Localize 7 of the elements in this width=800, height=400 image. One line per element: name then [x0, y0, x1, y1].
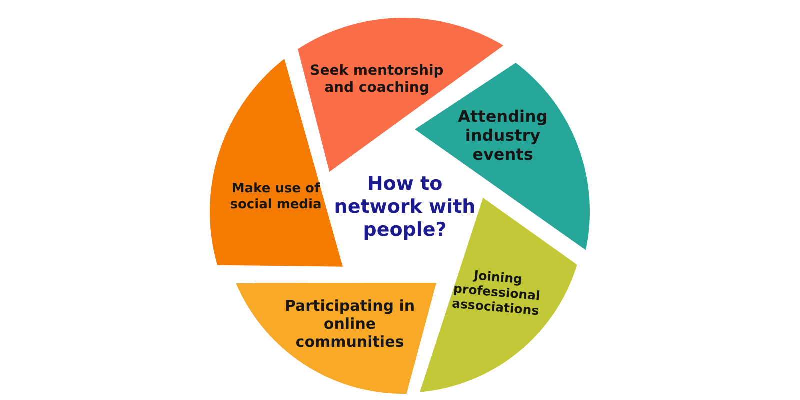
pie-segment — [236, 283, 437, 394]
segment-label: Participating in online communities — [284, 297, 416, 351]
segment-label: Joining professional associations — [450, 266, 542, 320]
segment-label: Attending industry events — [457, 107, 549, 165]
segment-label: Seek mentorship and coaching — [309, 63, 445, 97]
segment-label: Make use of social media — [229, 181, 323, 213]
diagram-title: How to network with people? — [333, 172, 477, 242]
